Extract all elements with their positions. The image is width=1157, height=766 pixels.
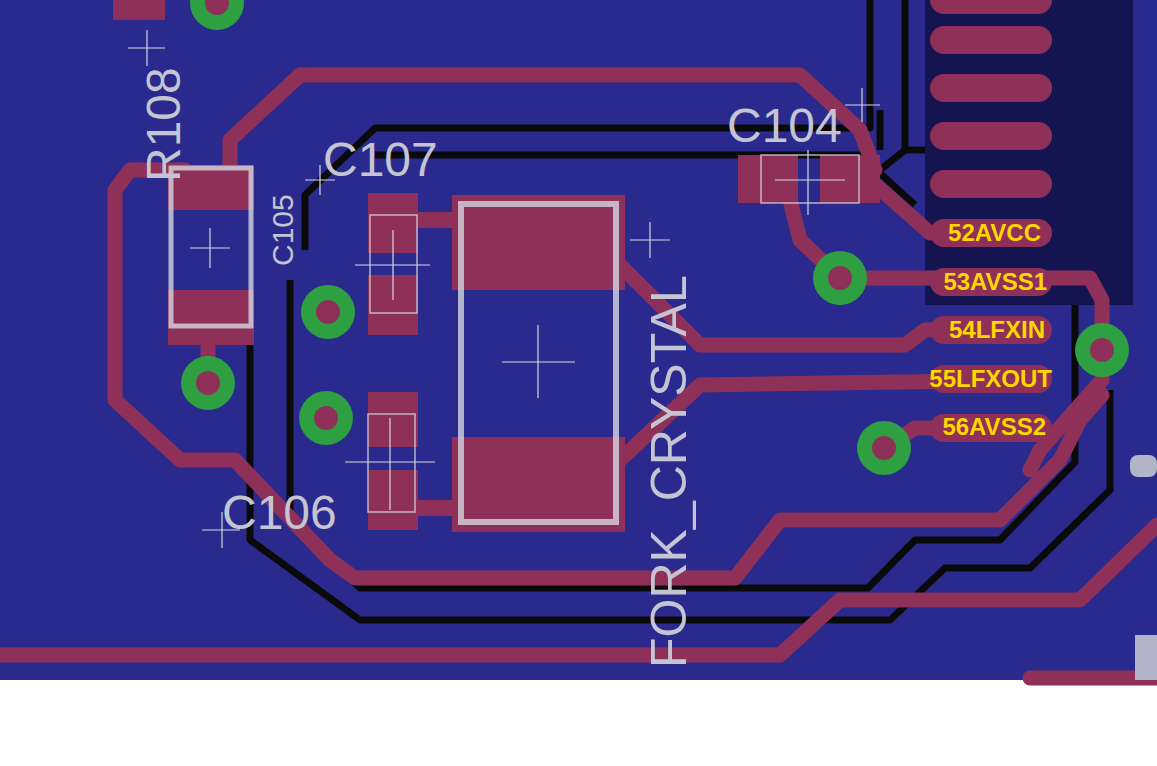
pin-name: 54LFXIN <box>949 318 1045 342</box>
smd-pad <box>113 0 1052 532</box>
part-designator: C104 <box>727 102 842 150</box>
silkscreen-mark <box>1130 455 1157 477</box>
origin-cross <box>128 30 880 548</box>
part-designator: C106 <box>222 489 337 537</box>
pin-name: 52AVCC <box>948 221 1041 245</box>
part-designator: R108 <box>140 67 188 182</box>
part-designator: C105 <box>268 194 298 266</box>
part-designator: FORK_CRYSTAL <box>644 275 694 668</box>
pin-name: 53AVSS1 <box>943 270 1047 294</box>
silkscreen-mark <box>1135 635 1157 680</box>
part-designator: C107 <box>323 136 438 184</box>
pin-name: 56AVSS2 <box>942 415 1046 439</box>
pin-name: 55LFXOUT <box>929 367 1052 391</box>
ic-body <box>925 0 1133 305</box>
silkscreen-outline <box>171 155 859 522</box>
ground-pour <box>0 0 1157 680</box>
